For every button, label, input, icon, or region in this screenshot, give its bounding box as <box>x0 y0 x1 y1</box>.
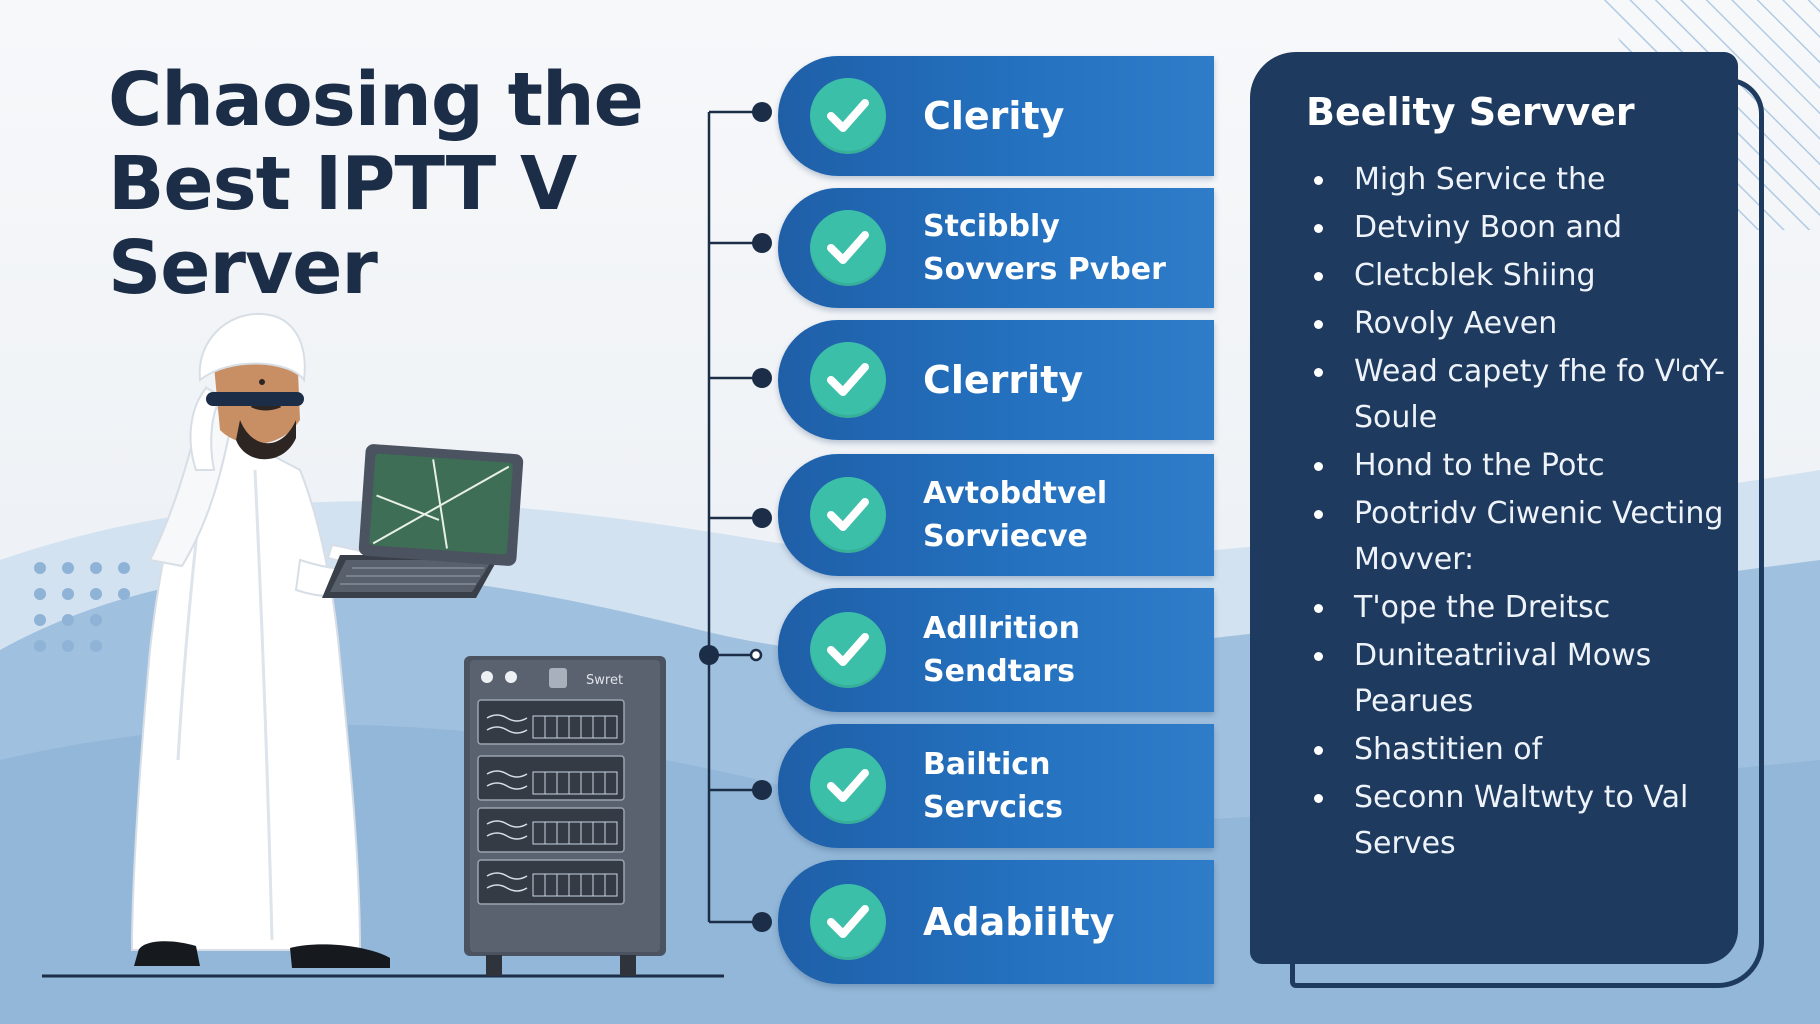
feature-item-bailticn: Bailticn Servcics <box>778 724 1214 848</box>
server-rack-illustration: Swret <box>464 656 666 976</box>
feature-label: Stcibbly Sovvers Pvber <box>923 188 1204 308</box>
list-item: Seconn Waltwty to Val Serves <box>1308 775 1754 867</box>
page-title: Chaosing the Best IPTT V Server <box>108 58 748 310</box>
feature-label-line: Sorviecve <box>923 519 1088 554</box>
feature-item-clerrity: Clerrity <box>778 320 1214 440</box>
feature-label-line: Servcics <box>923 790 1064 825</box>
feature-label-line: Bailticn <box>923 747 1051 782</box>
feature-label-line: Clerrity <box>923 358 1084 402</box>
feature-item-adllrition: Adllrition Sendtars <box>778 588 1214 712</box>
checkmark-icon <box>810 884 886 960</box>
list-item: Duniteatriival Mows Pearues <box>1308 633 1754 725</box>
checkmark-icon <box>810 612 886 688</box>
feature-label-line: Adabiilty <box>923 900 1115 944</box>
feature-label: Avtobdtvel Sorviecve <box>923 454 1204 576</box>
feature-label-line: Sendtars <box>923 654 1076 689</box>
feature-item-stcibbly: Stcibbly Sovvers Pvber <box>778 188 1214 308</box>
title-line: Chaosing the <box>108 57 644 143</box>
list-item: Rovoly Aeven <box>1308 301 1754 347</box>
feature-item-adabiilty: Adabiilty <box>778 860 1214 984</box>
list-item: Cletcblek Shiing <box>1308 253 1754 299</box>
feature-label: Clerrity <box>923 320 1204 440</box>
checkmark-icon <box>810 477 886 553</box>
connector-lines <box>699 102 772 932</box>
feature-label-line: Avtobdtvel <box>923 476 1108 511</box>
feature-label-line: Sovvers Pvber <box>923 252 1166 287</box>
feature-label-line: Adllrition <box>923 611 1080 646</box>
server-label: Swret <box>586 673 623 688</box>
list-item: Detviny Boon and <box>1308 205 1754 251</box>
checkmark-icon <box>810 78 886 154</box>
feature-item-avtobdtvel: Avtobdtvel Sorviecve <box>778 454 1214 576</box>
person-with-laptop-illustration <box>130 312 524 968</box>
feature-label: Adllrition Sendtars <box>923 588 1204 712</box>
list-item: Hond to the Potc <box>1308 443 1754 489</box>
feature-label-line: Clerity <box>923 94 1065 138</box>
panel-title: Beelity Servver <box>1306 90 1635 134</box>
title-line: Server <box>108 225 378 311</box>
checkmark-icon <box>810 210 886 286</box>
checkmark-icon <box>810 748 886 824</box>
feature-item-clerity: Clerity <box>778 56 1214 176</box>
reliability-panel: Beelity Servver Migh Service the Detviny… <box>1250 52 1738 964</box>
feature-label: Bailticn Servcics <box>923 724 1204 848</box>
list-item: Shastitien of <box>1308 727 1754 773</box>
feature-label-line: Stcibbly <box>923 209 1060 244</box>
list-item: T'ope the Dreitsc <box>1308 585 1754 631</box>
feature-label: Clerity <box>923 56 1204 176</box>
panel-list: Migh Service the Detviny Boon and Cletcb… <box>1308 157 1754 869</box>
feature-label: Adabiilty <box>923 860 1204 984</box>
list-item: Pootridv Ciwenic Vecting Movver: <box>1308 491 1754 583</box>
list-item: Wead capety fhe fo VᴵꭤY- Soule <box>1308 349 1754 441</box>
list-item: Migh Service the <box>1308 157 1754 203</box>
dot-grid-decoration <box>34 562 130 652</box>
title-line: Best IPTT V <box>108 141 577 227</box>
checkmark-icon <box>810 342 886 418</box>
